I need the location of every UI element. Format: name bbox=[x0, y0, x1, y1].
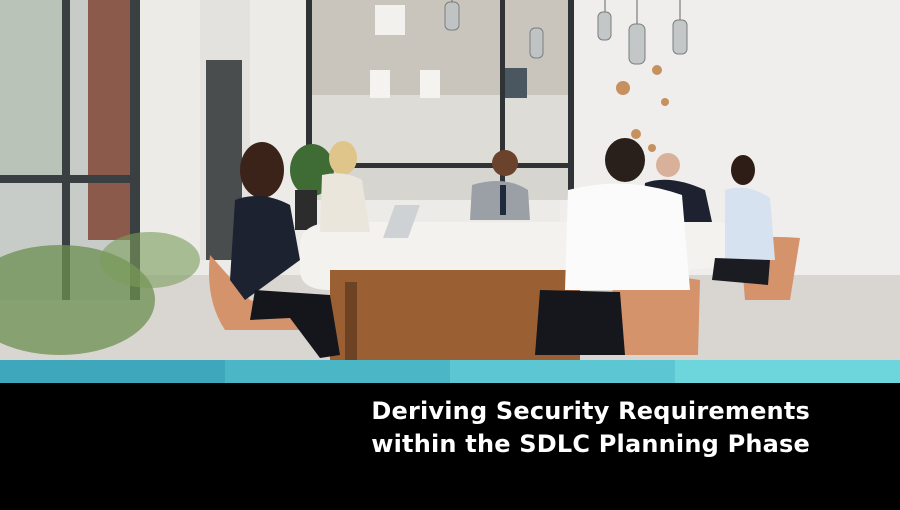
person-right-woman bbox=[712, 155, 775, 285]
caption-panel: Deriving Security Requirements within th… bbox=[0, 383, 900, 510]
meeting-illustration bbox=[0, 0, 900, 360]
banner-title-line-1: Deriving Security Requirements bbox=[371, 397, 810, 425]
meeting-room-photo bbox=[0, 0, 900, 360]
stripe-segment-3 bbox=[450, 360, 675, 383]
stripe-segment-2 bbox=[225, 360, 450, 383]
person-left-woman bbox=[230, 142, 340, 358]
accent-stripe bbox=[0, 360, 900, 383]
person-center-man bbox=[470, 150, 530, 220]
stripe-segment-1 bbox=[0, 360, 225, 383]
person-blonde-woman bbox=[320, 141, 370, 232]
banner-title-line-2: within the SDLC Planning Phase bbox=[371, 430, 810, 458]
person-foreground-man bbox=[535, 138, 690, 355]
banner-title: Deriving Security Requirements within th… bbox=[371, 395, 810, 461]
stripe-segment-4 bbox=[675, 360, 900, 383]
